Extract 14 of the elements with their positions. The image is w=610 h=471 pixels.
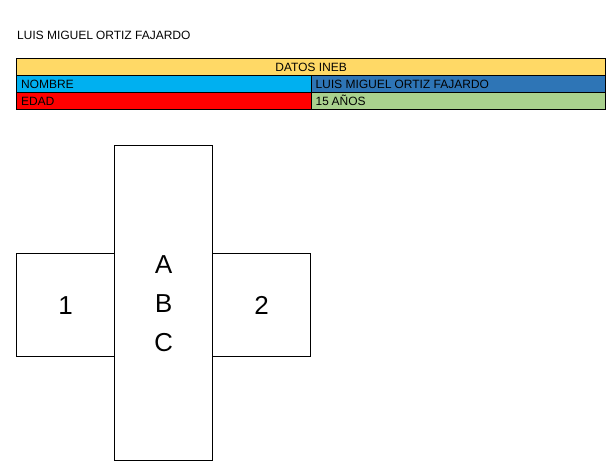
title: LUIS MIGUEL ORTIZ FAJARDO — [17, 28, 190, 42]
box-label: C — [154, 326, 173, 358]
table-cell: NOMBRE — [16, 76, 311, 92]
table-cell: EDAD — [16, 92, 311, 110]
table-cell: 15 AÑOS — [311, 92, 606, 110]
box-label: 2 — [254, 288, 269, 322]
box-label: A — [154, 248, 172, 280]
square-box — [16, 253, 115, 357]
rectangle-box — [114, 145, 213, 461]
table-header-cell: DATOS INEB — [16, 58, 606, 76]
table-cell: LUIS MIGUEL ORTIZ FAJARDO — [311, 76, 606, 92]
square-box — [212, 253, 311, 357]
box-label: 1 — [58, 288, 73, 322]
box-label: B — [154, 286, 172, 320]
